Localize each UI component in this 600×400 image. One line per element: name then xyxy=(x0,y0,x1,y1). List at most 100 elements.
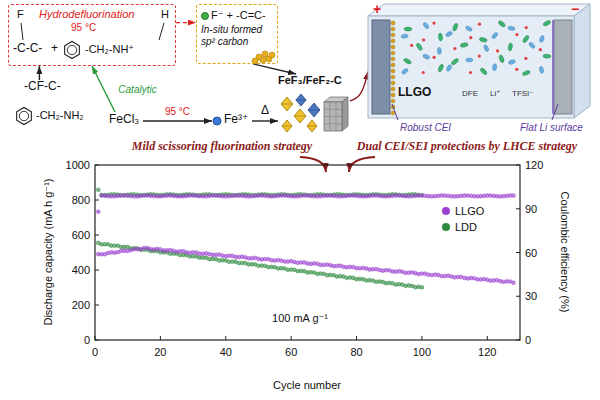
ion-label: Fe³⁺ xyxy=(212,112,252,130)
solvent-molecule xyxy=(460,42,469,48)
solvent-molecule xyxy=(542,20,551,27)
crystal-edge xyxy=(294,116,306,117)
tick-label: 800 xyxy=(72,194,90,207)
anion-molecule xyxy=(491,32,498,40)
arrow-label: Catalytic xyxy=(116,84,158,95)
solvent-molecule xyxy=(508,43,513,52)
reactant-molecule: -CF-C--CH₂-NH₂ xyxy=(10,80,94,136)
tick-mark xyxy=(516,165,520,166)
lithium-ion xyxy=(525,26,528,29)
tick-label: 120 xyxy=(525,159,543,172)
lithium-ion xyxy=(432,21,435,24)
arrow-label: Δ xyxy=(259,104,271,117)
solvent-molecule xyxy=(451,58,460,66)
benzene-ring xyxy=(65,42,80,59)
anion-molecule xyxy=(401,68,409,76)
tick-label: 30 xyxy=(525,290,537,303)
tick-mark xyxy=(95,235,99,236)
formula-text: FeF₃/FeF₂-C xyxy=(278,74,342,87)
lithium-ion xyxy=(496,49,499,52)
solvent-molecule xyxy=(438,33,443,41)
cell-front-face xyxy=(368,16,574,118)
solvent-molecule xyxy=(497,20,506,28)
tick-label: 0 xyxy=(92,346,98,359)
battery-cell: LLGO xyxy=(368,2,590,118)
electrolyte-name: LLGO xyxy=(398,86,431,100)
anion-molecule xyxy=(422,54,430,60)
tick-label: 90 xyxy=(525,202,537,215)
species-label: TFSI⁻ xyxy=(512,89,534,98)
lithium-ion xyxy=(478,54,481,57)
tick-mark xyxy=(95,340,99,341)
solvent-molecule xyxy=(498,54,504,63)
anion-molecule xyxy=(508,59,516,65)
anion-molecule xyxy=(401,34,409,39)
formula-text: Fe³⁺ xyxy=(224,113,248,127)
tick-label: 600 xyxy=(72,229,90,242)
anion-molecule xyxy=(437,47,441,54)
cei-particle xyxy=(391,81,395,85)
formula-text: -C-C- xyxy=(13,42,42,56)
lithium-ion xyxy=(410,44,413,47)
formula-text: -CH₂-NH⁺ xyxy=(85,43,134,56)
formula-text: FeCl₃ xyxy=(109,113,139,127)
legend-row: LDD xyxy=(442,220,477,234)
crystal-octahedron xyxy=(307,120,317,132)
tick-mark xyxy=(160,336,161,340)
tick-label: 400 xyxy=(72,264,90,277)
tick-label: 0 xyxy=(84,334,90,347)
cei-particle xyxy=(391,63,395,67)
species-label: Li⁺ xyxy=(490,89,500,98)
flow-arrow xyxy=(350,72,368,101)
anion-molecule xyxy=(539,35,545,43)
tick-mark xyxy=(487,336,488,340)
node-illustration-group xyxy=(17,108,32,125)
formula-text: F⁻ + -C=C- xyxy=(211,9,266,22)
carbon-cluster xyxy=(262,51,268,57)
legend-row: LLGO xyxy=(442,204,484,218)
reagent-label: FeCl₃ xyxy=(108,112,143,130)
tick-mark xyxy=(516,340,520,341)
cei-particle xyxy=(391,45,395,49)
crystal-octahedron xyxy=(282,120,292,132)
carbon-cube-grid xyxy=(324,109,342,110)
axis-title: Discharge capacity (mA h g⁻¹) xyxy=(42,178,55,325)
legend-swatch xyxy=(442,223,450,231)
benzene-ring-inner xyxy=(67,45,76,54)
callout-text: Robust CEI xyxy=(400,122,451,134)
node-illustration-group xyxy=(368,4,590,120)
lithium-ion xyxy=(515,33,518,36)
cei-particle xyxy=(391,39,395,43)
benzene-ring-inner xyxy=(19,111,28,120)
capacity-point xyxy=(512,281,516,285)
lithium-ion xyxy=(453,47,456,50)
tick-mark xyxy=(95,200,99,201)
cei-particle xyxy=(391,57,395,61)
sei-layer xyxy=(552,20,554,114)
carbon-cube-side xyxy=(342,97,348,131)
legend-swatch xyxy=(442,207,450,215)
tick-mark xyxy=(95,336,96,340)
node-illustration-group xyxy=(281,94,348,132)
tick-mark xyxy=(95,305,99,306)
tick-label: 100 xyxy=(413,346,431,359)
plot-frame xyxy=(95,165,520,340)
legend-text: LDD xyxy=(455,221,477,233)
atom-label: F xyxy=(17,8,24,21)
flow-arrow xyxy=(252,120,278,121)
carbon-cluster xyxy=(260,57,266,63)
solvent-molecule xyxy=(543,54,551,58)
arrow-label: 95 °C xyxy=(163,106,192,117)
lithium-ion xyxy=(469,36,472,39)
crystal-edge xyxy=(282,126,292,127)
anion-molecule xyxy=(528,41,536,49)
fluoride-dot xyxy=(202,13,209,20)
crystal-octahedron xyxy=(308,103,320,117)
efficiency-point xyxy=(96,210,100,214)
solvent-molecule xyxy=(403,57,412,64)
solvent-molecule xyxy=(522,70,531,77)
lithium-ion xyxy=(524,57,527,60)
electrode-sign: + xyxy=(373,1,381,17)
strategy-heading: Mild scissoring fluorination strategy xyxy=(132,140,312,154)
